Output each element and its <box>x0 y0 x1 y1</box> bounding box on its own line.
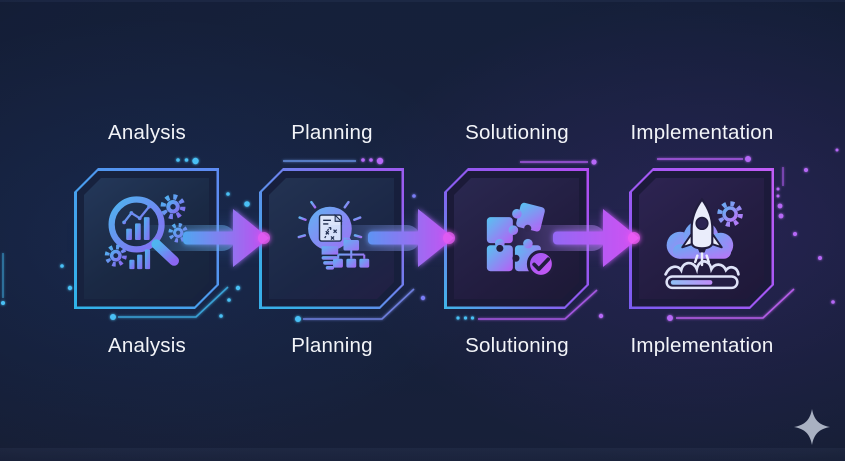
step-label-bottom-planning: Planning <box>291 334 373 357</box>
flow-arrow-analysis-to-planning <box>133 209 270 267</box>
flow-arrow-solutioning-to-implementation <box>503 209 640 267</box>
four-point-sparkle-icon <box>794 409 830 445</box>
step-label-bottom-solutioning: Solutioning <box>465 334 569 357</box>
step-analysis <box>74 168 219 309</box>
step-implementation <box>629 168 774 309</box>
top-edge-highlight <box>0 0 845 2</box>
step-label-bottom-analysis: Analysis <box>108 334 186 357</box>
step-label-bottom-implementation: Implementation <box>630 334 774 357</box>
step-label-top-analysis: Analysis <box>108 121 186 144</box>
gear-icon <box>719 203 740 224</box>
badge-panel <box>639 178 764 299</box>
rocket-icon <box>682 199 722 252</box>
smoke <box>665 261 738 274</box>
bottom-edge-highlight <box>0 448 845 461</box>
step-label-top-planning: Planning <box>291 121 373 144</box>
step-label-top-implementation: Implementation <box>630 121 774 144</box>
implementation-rocket-launch-progress-icon <box>650 187 754 291</box>
gear-icon <box>107 246 124 263</box>
progress-bar <box>666 276 737 287</box>
step-label-top-solutioning: Solutioning <box>465 121 569 144</box>
flow-arrow-planning-to-solutioning <box>318 209 455 267</box>
puzzle-piece-floating <box>508 200 545 234</box>
